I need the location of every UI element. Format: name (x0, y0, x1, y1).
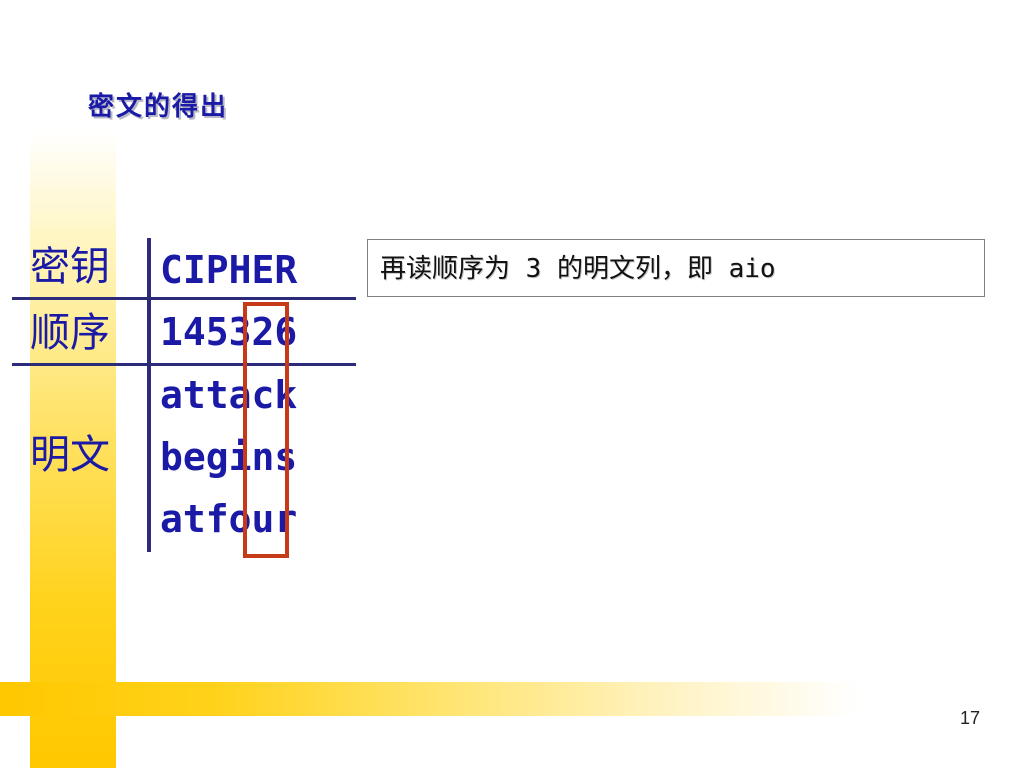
plaintext-row: attack (160, 373, 298, 417)
plaintext-row: begins (160, 435, 298, 479)
table-vertical-divider (147, 238, 151, 552)
table-divider-key (12, 297, 356, 300)
key-label: 密钥 (30, 244, 110, 290)
decorative-horizontal-bar (0, 682, 860, 716)
order-label: 顺序 (30, 310, 110, 356)
table-divider-order (12, 363, 356, 366)
order-row: 145326 (160, 310, 298, 354)
decorative-vertical-bar (30, 130, 116, 768)
slide-title: 密文的得出 (88, 92, 229, 122)
plaintext-row: atfour (160, 497, 298, 541)
note-text: 再读顺序为 3 的明文列，即 aio (380, 254, 776, 284)
note-box: 再读顺序为 3 的明文列，即 aio (367, 239, 985, 297)
key-row: CIPHER (160, 248, 298, 292)
page-number: 17 (960, 708, 981, 728)
column-3-highlight (243, 302, 289, 558)
plaintext-label: 明文 (30, 432, 110, 478)
